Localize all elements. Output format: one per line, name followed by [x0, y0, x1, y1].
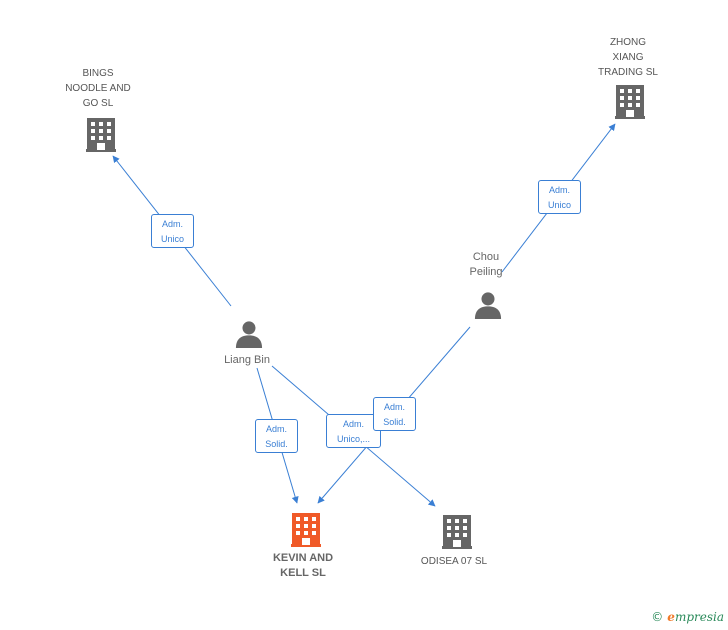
node-label-zhong[interactable]: ZHONG XIANG TRADING SL [597, 37, 658, 78]
edge-label-liang-bings[interactable]: Adm. Unico [151, 214, 194, 248]
brand-logo-text: mpresia [674, 610, 724, 624]
building-icon[interactable] [615, 85, 645, 119]
edge-label-liang-odisea[interactable]: Adm. Unico,... [326, 414, 381, 448]
building-icon[interactable] [442, 515, 472, 549]
brand-footer: ©empresia [651, 610, 724, 624]
node-label-odisea[interactable]: ODISEA 07 SL [420, 556, 488, 567]
brand-logo-initial: e [667, 610, 675, 624]
node-label-bings[interactable]: BINGS NOODLE AND GO SL [65, 68, 131, 109]
building-icon[interactable] [86, 118, 116, 152]
person-icon[interactable] [474, 292, 502, 319]
copyright-symbol: © [651, 610, 664, 624]
edge-label-chou-kevin[interactable]: Adm. Solid. [373, 397, 416, 431]
edge-label-chou-zhong[interactable]: Adm. Unico [538, 180, 581, 214]
node-label-chou[interactable]: Chou Peiling [469, 251, 503, 278]
person-icon[interactable] [235, 321, 263, 348]
node-label-liang[interactable]: Liang Bin [224, 354, 270, 366]
edge-label-liang-kevin[interactable]: Adm. Solid. [255, 419, 298, 453]
node-label-kevin[interactable]: KEVIN AND KELL SL [272, 552, 334, 579]
building-icon[interactable] [291, 513, 321, 547]
